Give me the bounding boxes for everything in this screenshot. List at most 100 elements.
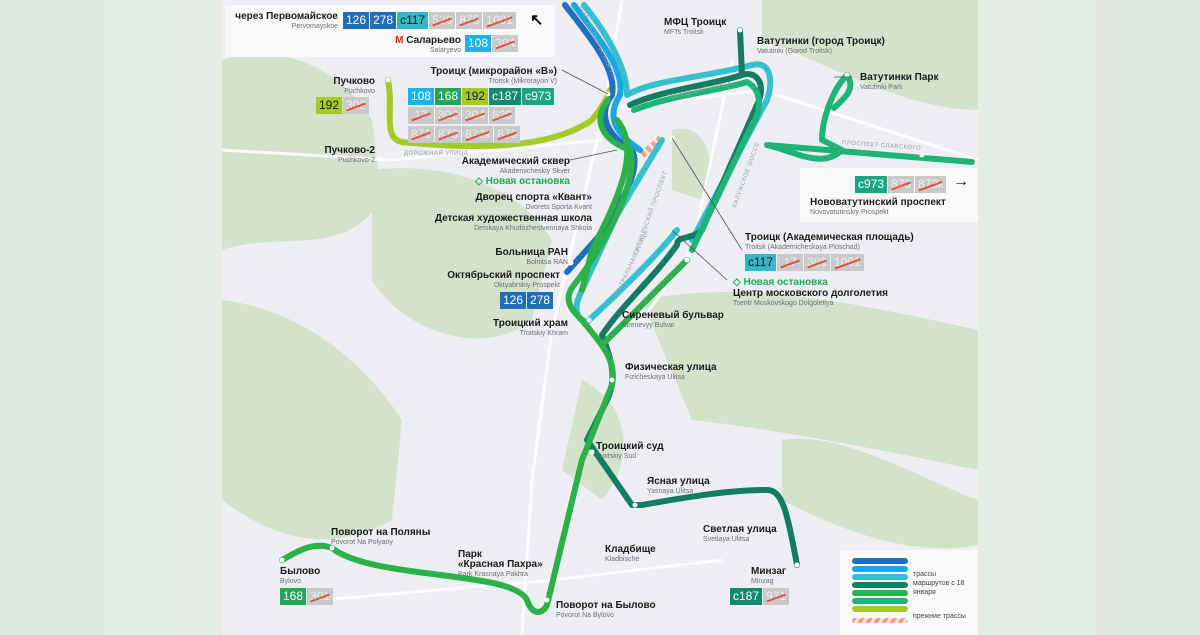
new-routes	[279, 2, 975, 615]
cancelled-route-badge: 304	[492, 35, 519, 52]
route-badge: 108	[465, 35, 492, 52]
metro-icon: М	[395, 35, 404, 46]
cancelled-route-badge: 302	[435, 107, 462, 124]
cancelled-route-badge: 875	[456, 12, 483, 29]
stop-translit: Novovatutinskiy Prospekt	[810, 209, 889, 216]
stop-name: Минзаг	[751, 566, 787, 577]
stop-translit: Dvorets Sporta Kvant	[525, 204, 592, 211]
stop-name: Троицкий суд	[596, 441, 664, 452]
cancelled-route-badge: 301	[804, 254, 831, 271]
stop-name: Больница РАН	[495, 247, 568, 258]
cancelled-route-badge: 873к	[462, 126, 494, 143]
arrow-right-icon: →	[953, 173, 969, 190]
stop-name: Центр московского долголетия	[733, 288, 888, 299]
stop-translit: Fizicheskaya Ulitsa	[625, 374, 685, 381]
cancelled-route-badge: 301	[307, 588, 334, 605]
stop-translit: Kladbische	[605, 556, 640, 563]
stop-park-krasnaya-pakhra: Парк«Красная Пахра»Park Krasnaya Pakhra	[458, 549, 543, 579]
stop-name: Нововатутинский проспект	[810, 197, 946, 208]
stop-translit: Bylovo	[280, 578, 302, 585]
stop-translit: Vatutinki (Gorod Troitsk)	[757, 48, 832, 55]
leader-lines	[561, 69, 852, 281]
stop-name-line2: «Красная Пахра»	[458, 559, 543, 570]
cancelled-route-badge: 17	[408, 107, 434, 124]
stop-translit: Povorot Na Polyany	[331, 539, 393, 546]
stop-name: Академический сквер	[461, 156, 570, 167]
route-badge: с187	[489, 88, 522, 105]
cancelled-route-badge: 873	[888, 176, 915, 193]
cancelled-route-badge: 971	[763, 588, 790, 605]
route-badge: 126	[343, 12, 370, 29]
park-areas	[222, 0, 978, 549]
stop-dots	[279, 27, 925, 603]
street-dorozhnaya: ДОРОЖНАЯ УЛИЦА	[404, 151, 469, 157]
new-stop-badge: ◇ Новая остановка	[475, 176, 570, 187]
cancelled-route-badge: 873	[435, 126, 462, 143]
stop-name: Саларьево	[406, 35, 461, 46]
legend-swatch	[852, 574, 908, 580]
stop-name: Поворот на Былово	[556, 600, 656, 611]
stop-name: Сиреневый бульвар	[622, 310, 724, 321]
stop-translit: Park Krasnaya Pakhra	[458, 571, 529, 578]
stop-translit: Puchkovo-2	[338, 157, 375, 164]
route-badge: с117	[397, 12, 429, 29]
cancelled-route-badge: 526	[489, 107, 516, 124]
stop-name: Кладбище	[605, 544, 656, 555]
cancelled-route-badge: 304	[462, 107, 489, 124]
stop-translit: Salaryevo	[429, 47, 461, 54]
cancelled-route-badge: 871	[408, 126, 435, 143]
cancelled-route-badge: 1001	[831, 254, 864, 271]
stop-name: Парк	[458, 549, 482, 560]
stop-translit: Vatutinki Park	[860, 84, 903, 91]
legend: трассы маршрутов с 18 января прежние тра…	[840, 550, 978, 635]
stop-vatutinki: Ватутинки (город Троицк)Vatutinki (Gorod…	[757, 36, 885, 56]
route-badge: 278	[527, 292, 554, 309]
stop-name: Дворец спорта «Квант»	[475, 192, 592, 203]
route-badge: 126	[500, 292, 527, 309]
route-badge: с973	[522, 88, 555, 105]
stop-name: Пучково	[333, 76, 375, 87]
cancelled-route-badge: 17	[777, 254, 804, 271]
stop-translit: Puchkovo	[344, 88, 375, 95]
cancelled-route-badge: 302	[343, 97, 370, 114]
stop-translit: Troitskiy Khram	[519, 330, 568, 337]
route-badge: 168	[280, 588, 307, 605]
legend-swatch	[852, 606, 908, 612]
stop-name: Троицк (микрорайон «В»)	[430, 66, 557, 77]
stop-akad-ploshchad: Троицк (Академическая площадь)Troitsk (A…	[745, 233, 914, 252]
cancelled-route-badge: 526	[429, 12, 456, 29]
stop-translit: Oktyabrskiy Prospekt	[493, 282, 560, 289]
stop-name: Детская художественная школа	[434, 213, 592, 224]
route-map: ДОРОЖНАЯ УЛИЦА ГОРОДСКАЯ УЛИЦА ПРОСПЕКТ …	[222, 0, 978, 635]
cancelled-route-badge: 1001	[483, 12, 516, 29]
stop-translit: Yasnaya Ulitsa	[647, 488, 694, 495]
stop-name: Ясная улица	[647, 476, 710, 487]
stop-troitsk-v: Троицк (микрорайон «В»)Troitsk (Mikroray…	[430, 66, 557, 86]
stop-translit: Sirenevyy Bulvar	[622, 322, 675, 329]
stop-translit: Detskaya Khudozhestvennaya Shkola	[474, 225, 592, 232]
legend-new-routes-label: трассы маршрутов с 18 января	[913, 571, 965, 597]
legend-swatches	[852, 558, 908, 623]
stop-name: Ватутинки (город Троицк)	[757, 36, 885, 47]
